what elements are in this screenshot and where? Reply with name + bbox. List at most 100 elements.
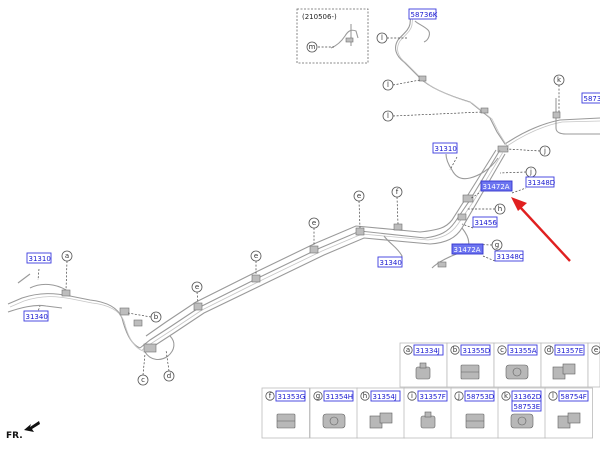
legend-callout-k: k	[502, 392, 510, 400]
legend-callout-b: b	[451, 346, 459, 354]
inset-callout-m[interactable]: m	[307, 42, 317, 52]
callout-e4[interactable]: e	[192, 282, 202, 292]
svg-text:31357E: 31357E	[557, 347, 584, 355]
callout-h[interactable]: h	[495, 204, 505, 214]
legend-cell-l[interactable]: l 58754F	[545, 388, 593, 438]
svg-text:31357F: 31357F	[420, 393, 446, 401]
legend-part-k: 31362D	[512, 391, 541, 401]
part-label-p31456[interactable]: 31456	[473, 217, 497, 227]
callout-e1[interactable]: e	[354, 191, 364, 201]
legend-callout-g: g	[314, 392, 322, 400]
svg-text:j: j	[457, 392, 460, 400]
callout-j1[interactable]: j	[540, 146, 550, 156]
callout-l2[interactable]: l	[383, 80, 393, 90]
part-label-p31472a[interactable]: 31472A	[481, 181, 512, 191]
front-arrow-icon	[24, 421, 40, 432]
legend-callout-i: i	[408, 392, 416, 400]
svg-text:58753D: 58753D	[467, 393, 495, 401]
svg-text:h: h	[363, 392, 367, 400]
part-number-text: 31340	[380, 259, 402, 267]
svg-text:31353G: 31353G	[278, 393, 306, 401]
callout-letter: l	[387, 81, 389, 89]
callout-a[interactable]: a	[62, 251, 72, 261]
callout-d[interactable]: d	[164, 371, 174, 381]
callout-c[interactable]: c	[138, 375, 148, 385]
part-number-text: 58736K	[411, 11, 438, 19]
part-number-text: 31340	[26, 313, 48, 321]
part-label-p31340b[interactable]: 31340	[24, 311, 48, 321]
callout-letter: j	[529, 168, 532, 176]
part-number-text: 31472A	[483, 183, 510, 191]
legend-callout-e: e	[592, 346, 600, 354]
callout-letter: j	[543, 147, 546, 155]
legend-part-shape	[461, 365, 479, 379]
legend-callout-j: j	[455, 392, 463, 400]
callout-leaders	[36, 38, 559, 375]
legend-part-h: 31354J	[371, 391, 400, 401]
legend-cell-c[interactable]: c 31355A	[494, 343, 541, 387]
callout-l1[interactable]: l	[377, 33, 387, 43]
part-number-text: 31310	[29, 255, 51, 263]
legend-part-i: 31357F	[418, 391, 447, 401]
inset-clip	[346, 38, 353, 42]
part-label-p31472b[interactable]: 31472A	[452, 244, 483, 254]
legend-cell-i[interactable]: i 31357F	[404, 388, 452, 438]
part-label-p31340a[interactable]: 31340	[378, 257, 402, 267]
callout-letter: l	[381, 34, 383, 42]
inset-code: (210506-)	[302, 13, 337, 21]
svg-text:58754F: 58754F	[561, 393, 587, 401]
legend-cell-h[interactable]: h 31354J	[357, 388, 405, 438]
part-label-p31310b[interactable]: 31310	[27, 253, 51, 263]
legend-part-f: 31353G	[276, 391, 305, 401]
callout-b[interactable]: b	[151, 312, 161, 322]
callout-letter: a	[65, 252, 69, 260]
legend-part-l: 58754F	[559, 391, 588, 401]
callout-letter: h	[498, 205, 502, 213]
legend-cell-e[interactable]: e	[588, 343, 600, 387]
legend-part-b: 31355D	[461, 345, 490, 355]
legend-part-a: 31334J	[414, 345, 443, 355]
svg-text:31355A: 31355A	[510, 347, 537, 355]
svg-text:58753E: 58753E	[514, 403, 541, 411]
legend-part-shape	[323, 414, 345, 428]
part-label-p58737[interactable]: 58737	[582, 93, 600, 103]
part-label-p58736[interactable]: 58736K	[409, 9, 438, 19]
legend-part-shape	[277, 414, 295, 428]
legend-callout-d: d	[545, 346, 553, 354]
svg-text:c: c	[500, 346, 504, 354]
callout-e2[interactable]: e	[309, 218, 319, 228]
callout-j2[interactable]: j	[526, 167, 536, 177]
front-label: FR.	[6, 431, 23, 441]
callout-f[interactable]: f	[392, 187, 402, 197]
callout-letter: b	[154, 313, 159, 321]
part-number-text: 31348C	[497, 253, 524, 261]
part-label-group: 58736K 58737 31310 31472A 31348D 31456 31472A 3…	[24, 9, 600, 321]
callout-letter: e	[312, 219, 316, 227]
legend-cell-d[interactable]: d 31357E	[541, 343, 588, 387]
legend-callout-l: l	[549, 392, 557, 400]
part-label-p31348d[interactable]: 31348D	[526, 177, 555, 187]
callout-letter: d	[167, 372, 171, 380]
callout-g[interactable]: g	[492, 240, 502, 250]
svg-text:31355D: 31355D	[463, 347, 491, 355]
legend-cell-b[interactable]: b 31355D	[447, 343, 494, 387]
part-label-p31348c[interactable]: 31348C	[495, 251, 524, 261]
callout-l3[interactable]: l	[383, 111, 393, 121]
legend-cell-j[interactable]: j 58753D	[451, 388, 499, 438]
callout-letter: g	[495, 241, 499, 249]
legend-part-shape	[506, 365, 528, 379]
callout-letter: l	[387, 112, 389, 120]
callout-e3[interactable]: e	[251, 251, 261, 261]
front-marker: FR.	[6, 421, 40, 441]
callout-k[interactable]: k	[554, 75, 564, 85]
part-label-p31310a[interactable]: 31310	[433, 143, 457, 153]
part-number-text: 31472A	[454, 246, 481, 254]
svg-text:l: l	[552, 392, 554, 400]
svg-text:m: m	[309, 43, 316, 51]
